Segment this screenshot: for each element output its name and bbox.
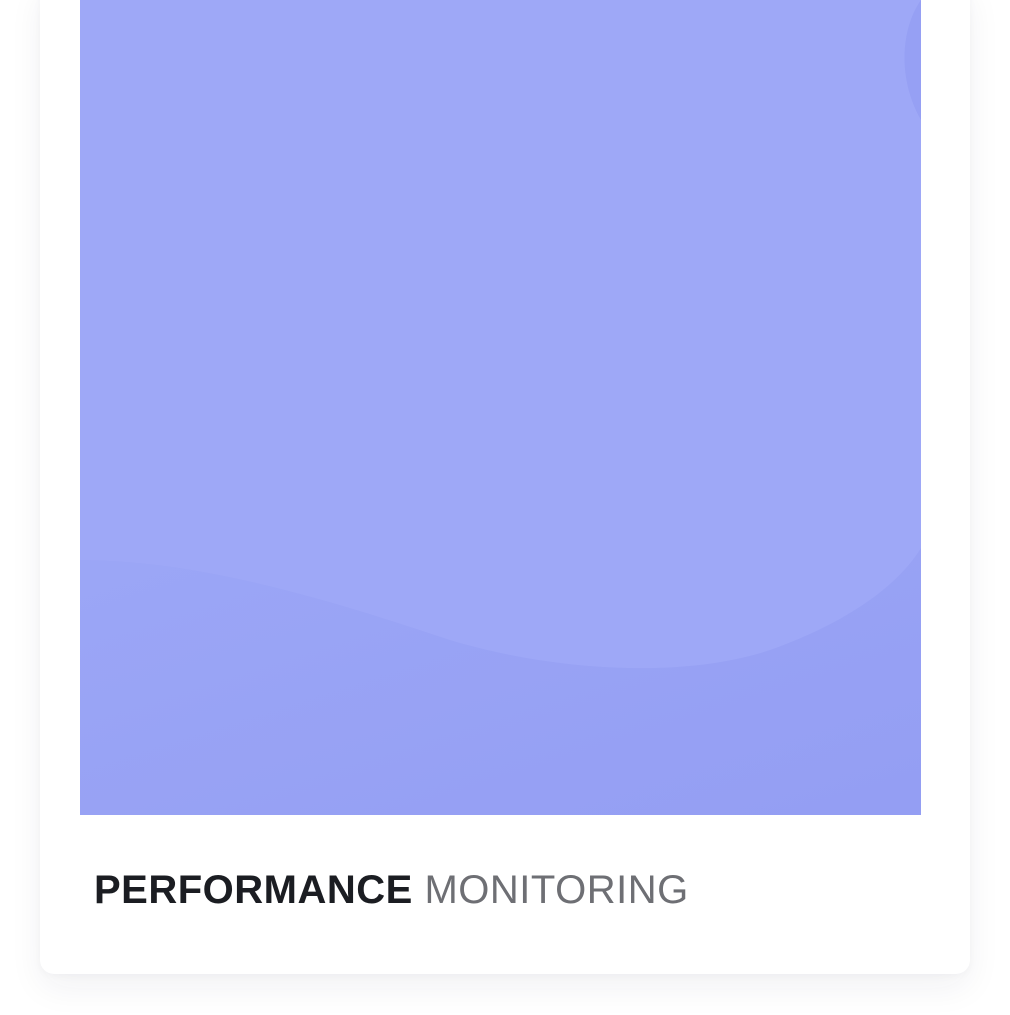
illustration-wave-shape — [80, 548, 921, 815]
illustration-corner-shape — [904, 0, 921, 120]
card-illustration — [80, 0, 921, 815]
card-caption: PERFORMANCE MONITORING — [94, 866, 689, 914]
caption-primary: PERFORMANCE — [94, 868, 413, 912]
illustration-artwork — [80, 0, 921, 815]
caption-secondary: MONITORING — [424, 868, 689, 912]
